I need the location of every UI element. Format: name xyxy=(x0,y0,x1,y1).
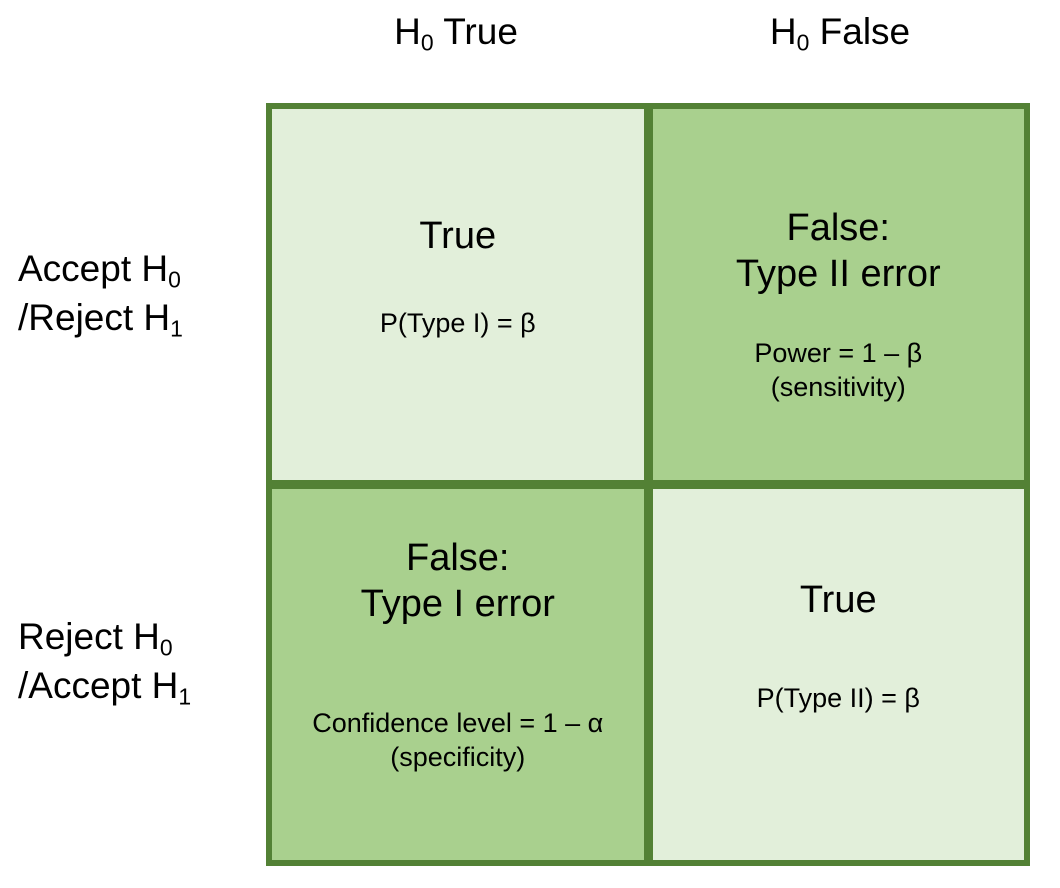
row-header-reject-line-2-subscript: 1 xyxy=(178,683,192,710)
row-header-accept-line-1: Accept H0 xyxy=(18,245,258,294)
column-header-h0-false: H0 False xyxy=(650,11,1030,56)
column-header-h0-true-base: H xyxy=(394,11,421,52)
row-header-accept-line-1-base: Accept H xyxy=(18,248,169,289)
matrix-cell-accept-h0false-detail: Power = 1 – β (sensitivity) xyxy=(754,337,923,403)
matrix-grid: True P(Type I) = β False: Type II error … xyxy=(266,103,1030,866)
matrix-cell-accept-h0true: True P(Type I) = β xyxy=(272,109,644,480)
column-header-h0-true-subscript: 0 xyxy=(420,29,434,56)
matrix-cell-reject-h0true-detail: Confidence level = 1 – α (specificity) xyxy=(312,707,604,773)
row-header-reject-line-1-base: Reject H xyxy=(18,616,160,657)
column-header-h0-false-subscript: 0 xyxy=(796,29,810,56)
matrix-cell-reject-h0true-title: False: Type I error xyxy=(360,537,555,626)
column-header-h0-false-base: H xyxy=(769,11,797,52)
matrix-cell-reject-h0true: False: Type I error Confidence level = 1… xyxy=(272,489,644,860)
matrix-cell-accept-h0false: False: Type II error Power = 1 – β (sens… xyxy=(652,109,1024,480)
row-header-reject-line-1: Reject H0 xyxy=(18,613,258,662)
row-header-reject-line-2-base: /Accept H xyxy=(18,664,179,706)
row-header-accept-h0-reject-h1: Accept H0 /Reject H1 xyxy=(18,245,258,343)
row-header-reject-line-2: /Accept H1 xyxy=(18,662,258,711)
column-header-h0-false-rest: False xyxy=(809,11,911,52)
matrix-cell-accept-h0false-title: False: Type II error xyxy=(735,207,941,296)
matrix-cell-accept-h0true-detail: P(Type I) = β xyxy=(379,308,536,339)
row-header-accept-line-2-subscript: 1 xyxy=(170,315,183,342)
row-header-reject-line-1-subscript: 0 xyxy=(159,634,173,661)
row-header-accept-line-2-base: /Reject H xyxy=(18,296,171,338)
matrix-cell-reject-h0false-title: True xyxy=(799,579,877,621)
column-header-h0-true-rest: True xyxy=(433,11,518,52)
matrix-cell-reject-h0false: True P(Type II) = β xyxy=(652,489,1024,860)
matrix-cell-accept-h0true-title: True xyxy=(419,215,497,257)
row-header-reject-h0-accept-h1: Reject H0 /Accept H1 xyxy=(18,613,258,711)
matrix-cell-reject-h0false-detail: P(Type II) = β xyxy=(756,683,920,714)
row-header-accept-line-1-subscript: 0 xyxy=(168,266,181,293)
row-header-accept-line-2: /Reject H1 xyxy=(18,294,258,343)
column-header-h0-true: H0 True xyxy=(266,11,646,56)
